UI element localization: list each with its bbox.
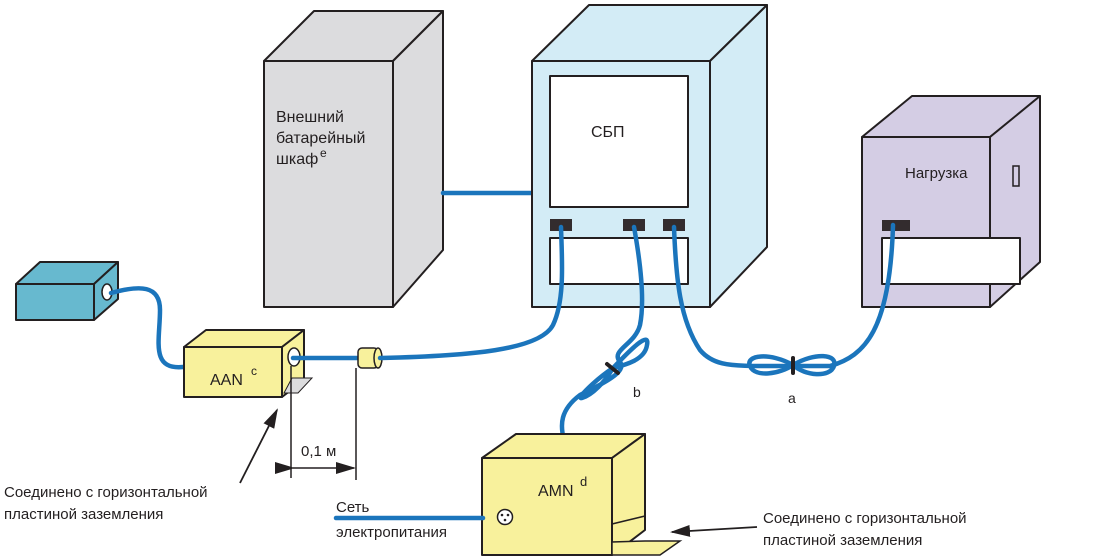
ground-note-right-line1: Соединено с горизонтальной <box>763 510 967 527</box>
bundle-a <box>747 353 837 377</box>
aan-superscript: c <box>251 364 257 378</box>
bundle-b-loop-upper <box>610 337 650 371</box>
battery-cabinet-front <box>263 60 394 308</box>
battery-cabinet-label-line1: Внешний <box>276 109 344 126</box>
ups-to-load-cable <box>671 222 896 369</box>
ferrite-to-ups-cable <box>377 224 565 361</box>
ground-note-left-arrow <box>239 408 278 484</box>
bundle-b-label: b <box>633 384 641 400</box>
amn-socket <box>496 508 514 526</box>
bundle-a-label: a <box>788 390 796 406</box>
battery-cabinet-side <box>392 10 444 308</box>
aan-front <box>183 346 283 398</box>
aan-box: AAN c <box>183 329 314 398</box>
ground-note-left-line1: Соединено с горизонтальной <box>4 484 208 501</box>
amn-plate-line <box>611 515 646 525</box>
aux-to-aan-cable <box>108 286 186 370</box>
battery-cabinet-label-line3: шкаф <box>276 151 318 168</box>
load-connector <box>882 220 910 231</box>
bundle-a-loop-right <box>790 353 837 377</box>
aux-device-front <box>15 283 95 321</box>
ups-display-panel <box>549 75 689 208</box>
amn-socket-pin-3 <box>503 518 507 522</box>
ups-lower-panel <box>549 237 689 285</box>
battery-cabinet-superscript: e <box>320 146 327 160</box>
battery-cabinet-label-line2: батарейный <box>276 130 365 147</box>
amn-socket-pin-2 <box>506 513 510 517</box>
amn-superscript: d <box>580 474 587 489</box>
amn-ground-plate <box>611 540 683 556</box>
ground-note-right-arrow <box>670 524 758 537</box>
distance-marker: 0,1 м <box>275 366 357 480</box>
load-lower-panel <box>881 237 1021 285</box>
bundle-b-tie <box>605 362 620 375</box>
amn-label: AMN <box>538 483 574 500</box>
mains-label-line2: электропитания <box>336 524 447 541</box>
amn-front <box>481 457 613 556</box>
load-label: Нагрузка <box>905 165 968 182</box>
battery-cabinet: Внешний батарейный шкаф e <box>263 10 444 308</box>
auxiliary-device <box>15 261 119 321</box>
bundle-b <box>578 337 650 401</box>
bundle-a-loop-left <box>747 354 796 376</box>
distance-label: 0,1 м <box>301 443 336 460</box>
ground-note-right-line2: пластиной заземления <box>763 532 922 549</box>
mains-label-line1: Сеть <box>336 499 370 516</box>
ups-cabinet: СБП <box>531 4 768 308</box>
bundle-b-loop-lower <box>578 365 616 401</box>
ground-note-left-line2: пластиной заземления <box>4 506 163 523</box>
amn-box: AMN d <box>481 433 683 556</box>
ups-label: СБП <box>591 124 625 141</box>
amn-socket-pin-1 <box>500 513 504 517</box>
aan-label: AAN <box>210 372 243 389</box>
ferrite-clamp <box>357 347 383 369</box>
load-cabinet: Нагрузка <box>861 95 1041 308</box>
load-indicator <box>1012 165 1020 187</box>
